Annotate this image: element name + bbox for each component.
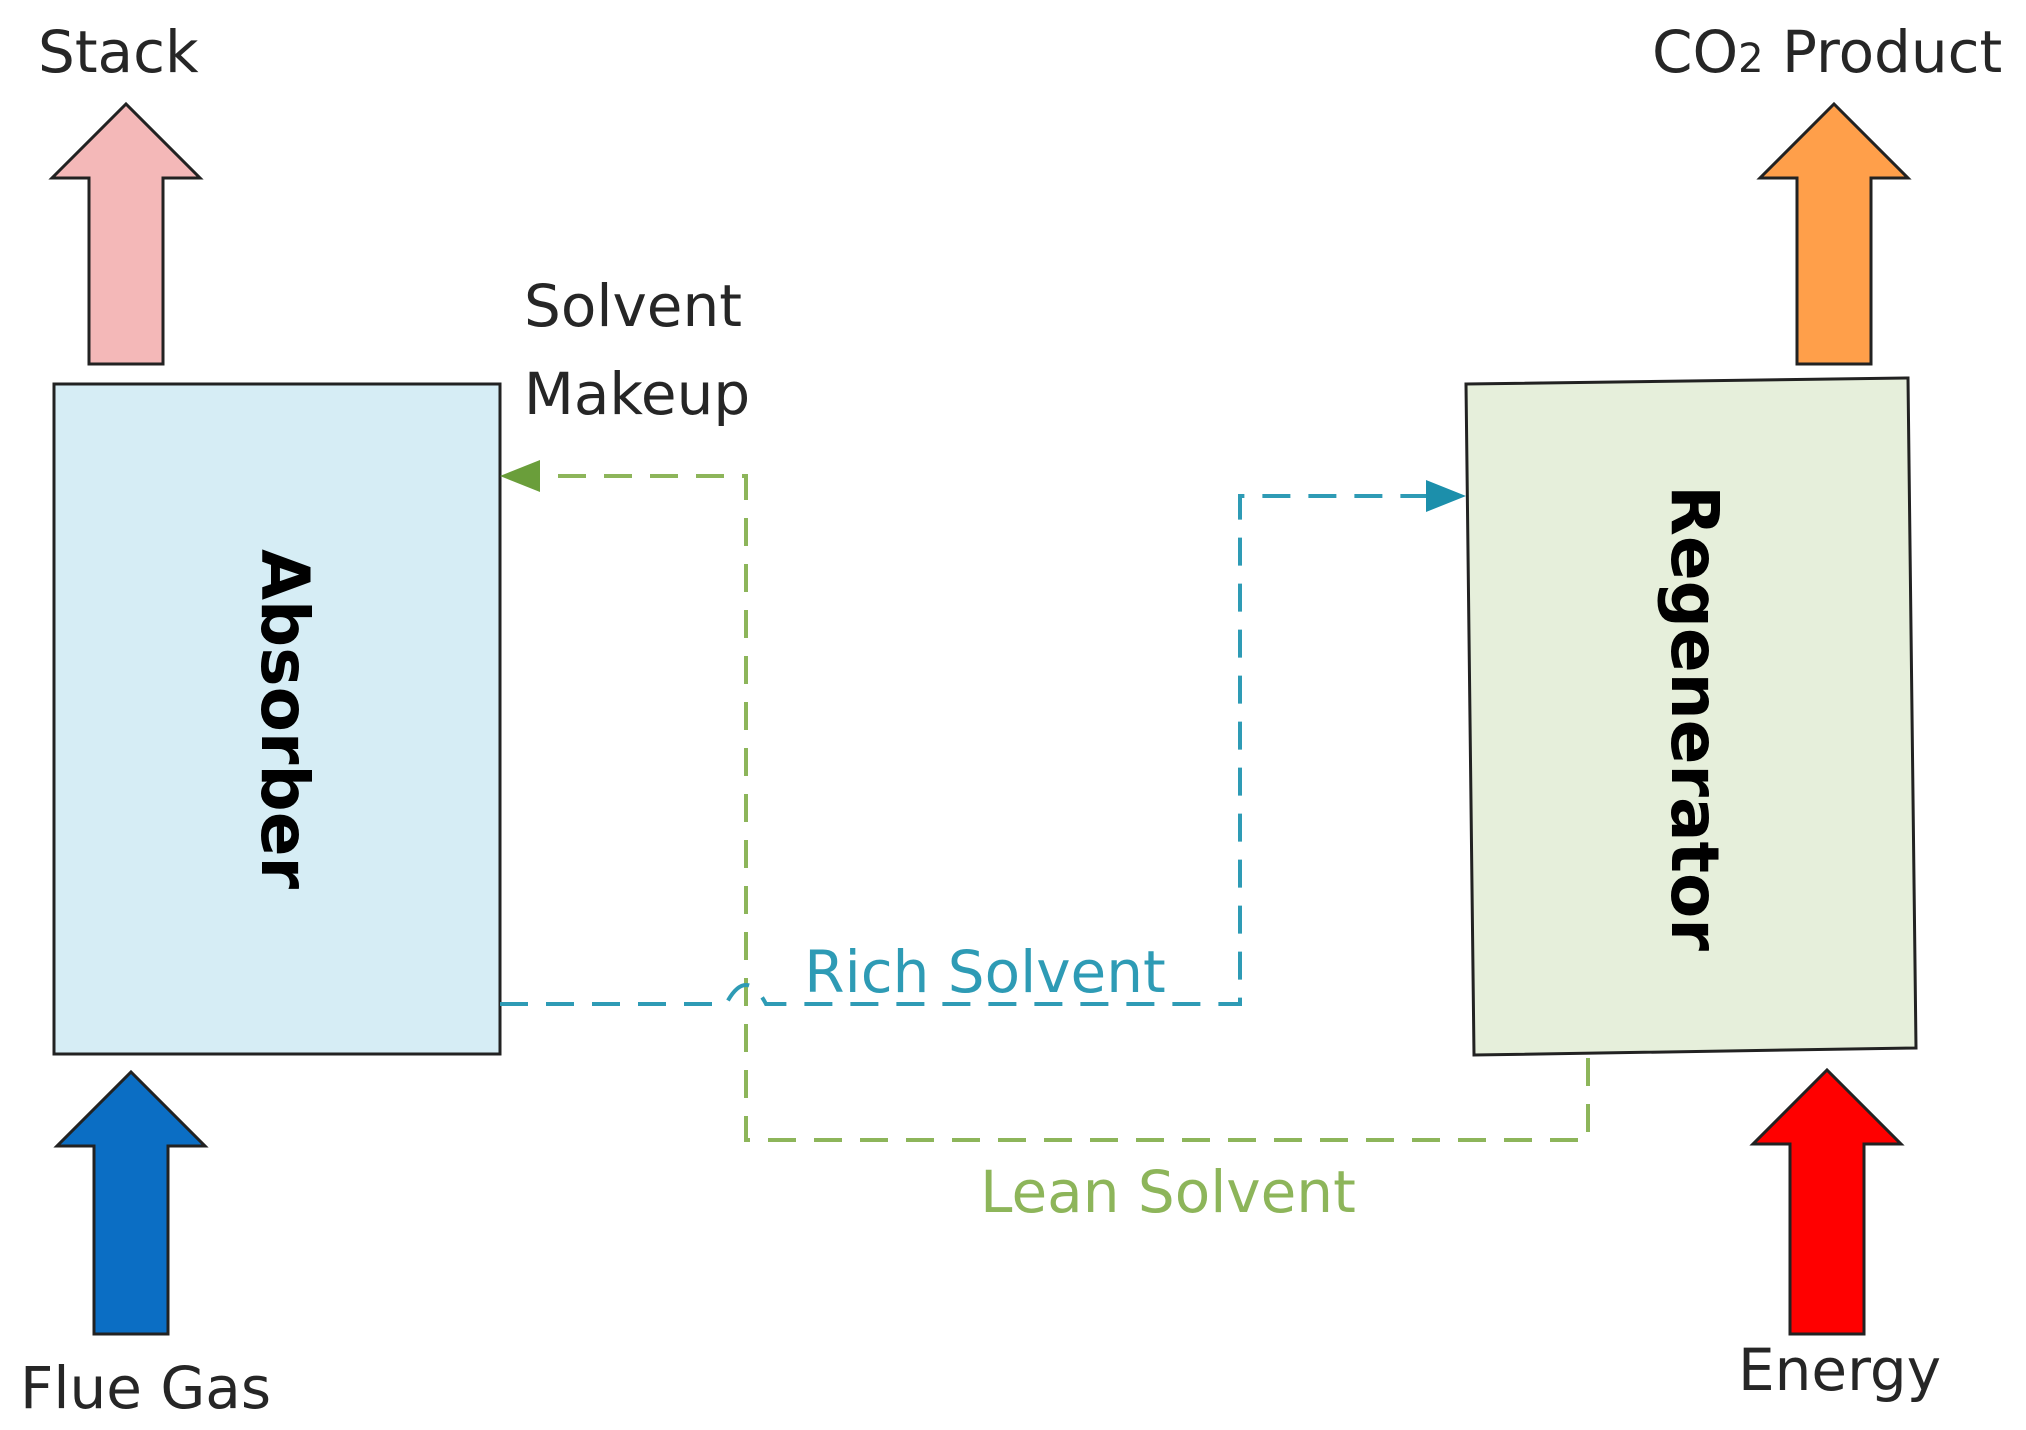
rich-solvent-arrowhead (1426, 480, 1466, 512)
rich-solvent-line (500, 494, 1432, 1006)
absorber-label: Absorber (246, 549, 323, 890)
energy-arrow (1749, 1067, 1905, 1336)
solvent-makeup-arrowhead (500, 460, 540, 492)
absorber-vessel (52, 382, 502, 1056)
lean-solvent-label: Lean Solvent (980, 1158, 1356, 1226)
flue-gas-arrow (53, 1069, 209, 1336)
regenerator-label: Regenerator (1656, 485, 1733, 951)
solvent-makeup-label-line2: Makeup (524, 360, 750, 428)
co2-product-label: CO2 Product (1652, 18, 2002, 86)
solvent-makeup-label-line1: Solvent (524, 272, 742, 340)
lean-solvent-line (530, 474, 1590, 1142)
flue-gas-label: Flue Gas (20, 1354, 271, 1422)
stack-arrow (48, 101, 204, 366)
stack-label: Stack (38, 18, 199, 86)
co2-product-arrow (1756, 101, 1912, 366)
regenerator-vessel (1464, 376, 1918, 1057)
rich-solvent-label: Rich Solvent (804, 938, 1165, 1006)
energy-label: Energy (1738, 1336, 1941, 1404)
